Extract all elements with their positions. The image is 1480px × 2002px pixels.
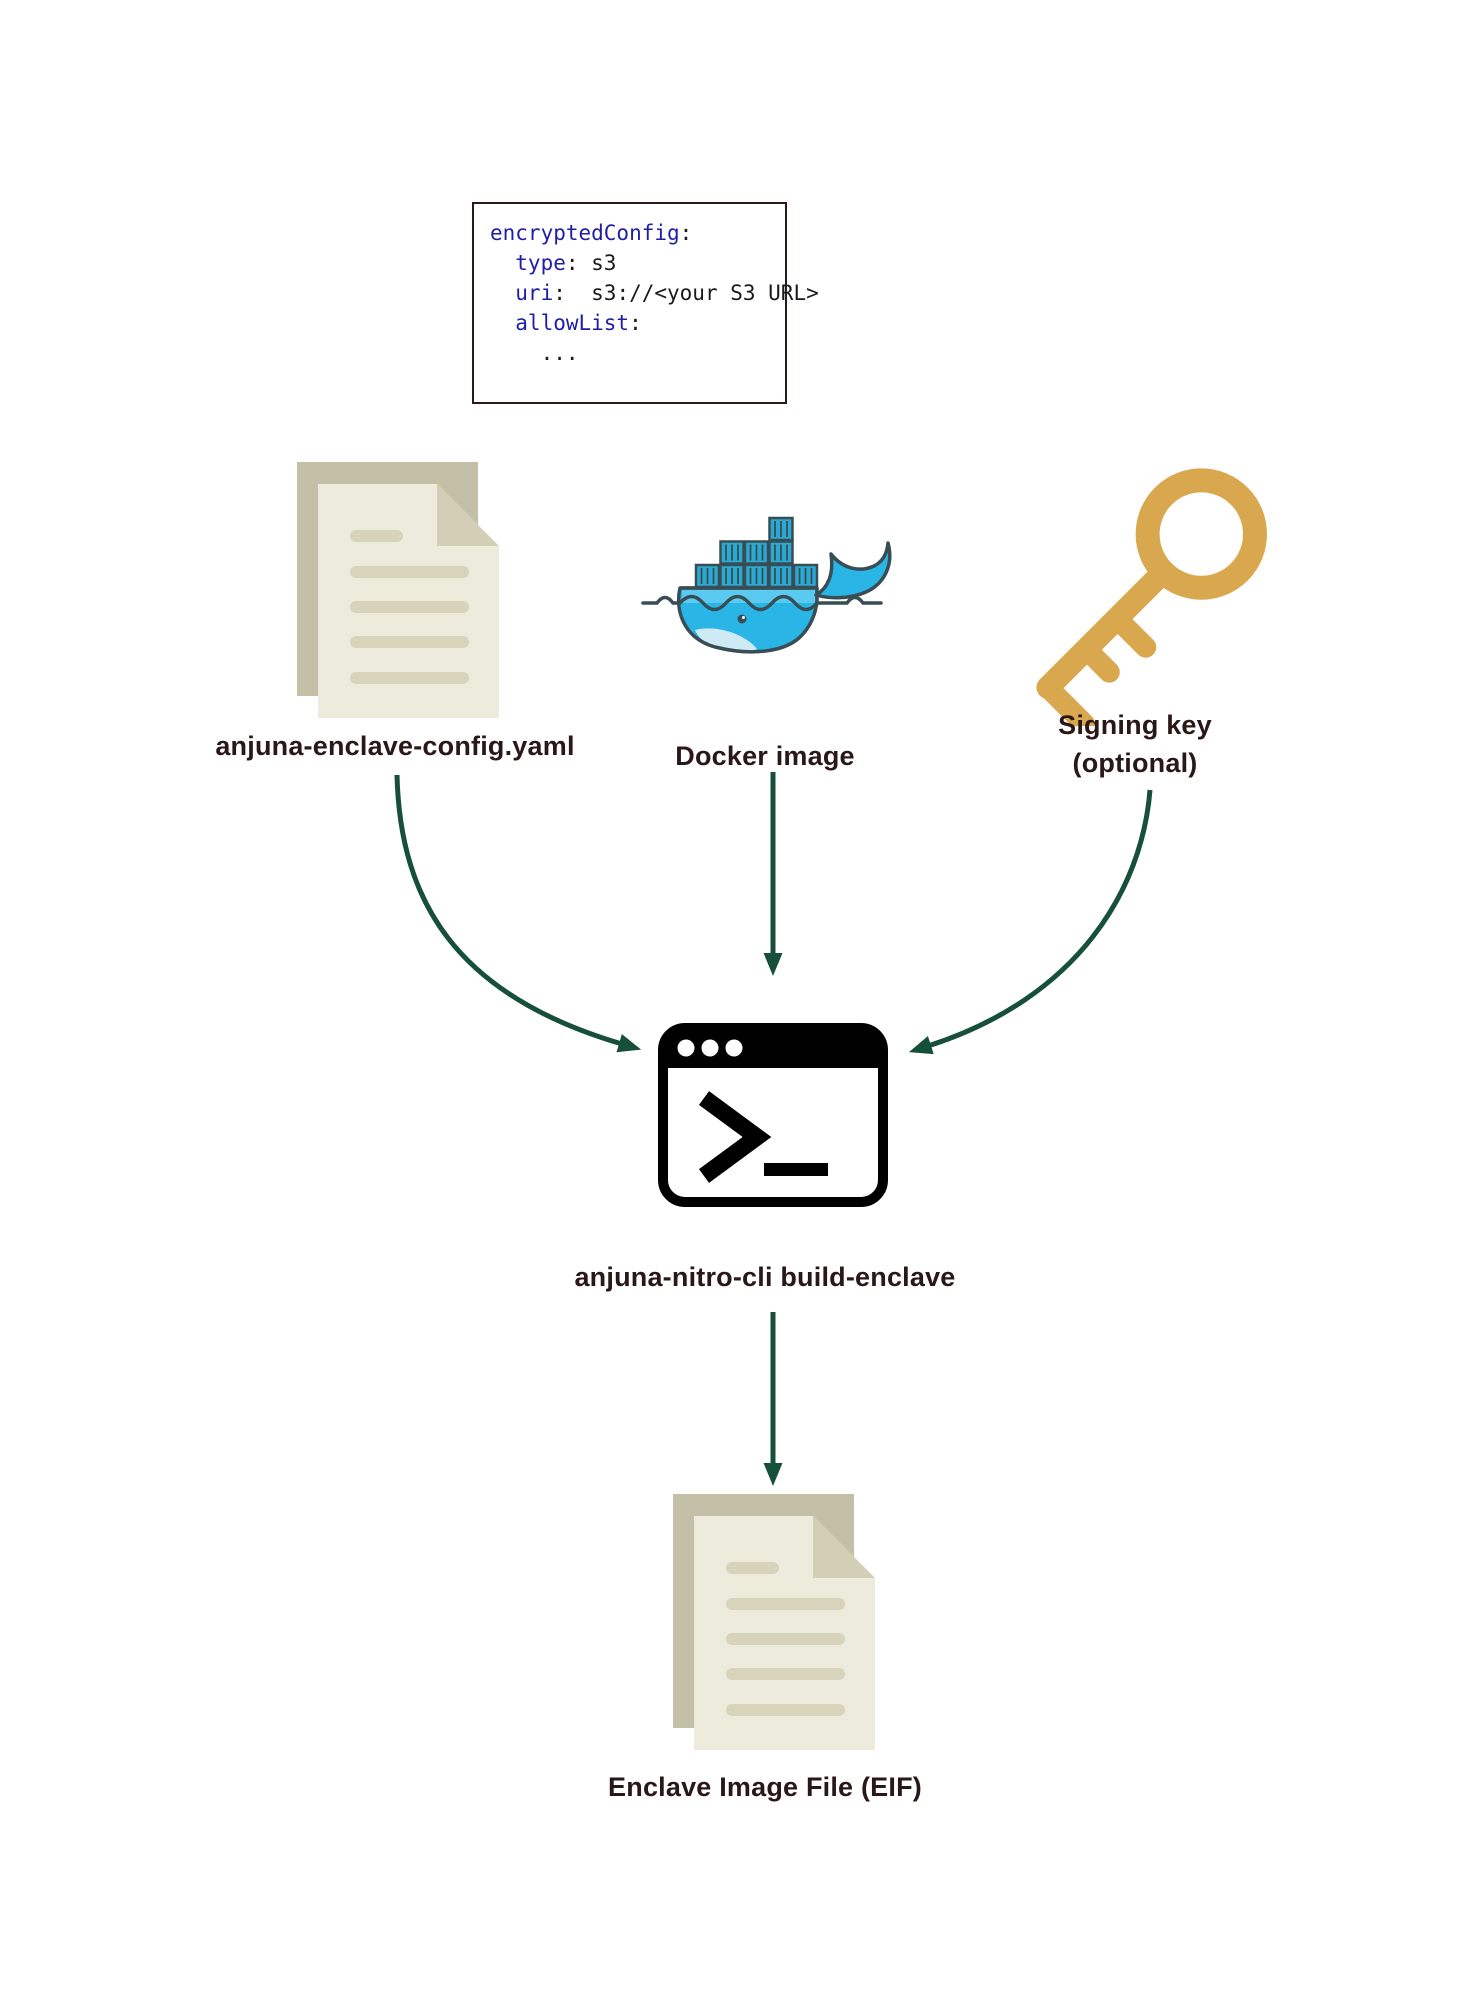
yaml-file-icon bbox=[297, 462, 499, 718]
doc-fold bbox=[813, 1516, 875, 1578]
docker-whale-tail bbox=[814, 541, 892, 600]
code-block: encryptedConfig: type: s3 uri: s3://<you… bbox=[490, 221, 819, 365]
doc-front-sheet bbox=[318, 484, 499, 718]
node-cli bbox=[658, 1023, 888, 1207]
node-signing-key bbox=[1000, 438, 1278, 726]
node-docker bbox=[633, 480, 901, 670]
signing-key-icon bbox=[1036, 468, 1267, 726]
node-config-file bbox=[297, 462, 499, 718]
terminal-cursor bbox=[764, 1163, 828, 1176]
key-shaft bbox=[1036, 560, 1175, 699]
signing-key-label: Signing key (optional) bbox=[1058, 710, 1212, 778]
doc-front-sheet bbox=[694, 1516, 875, 1750]
terminal-prompt-chevron bbox=[698, 1091, 772, 1183]
docker-waterline bbox=[678, 594, 819, 612]
terminal-titlebar bbox=[663, 1028, 883, 1068]
eif-file-icon bbox=[673, 1494, 875, 1750]
docker-whale-body bbox=[641, 541, 892, 654]
config-file-label: anjuna-enclave-config.yaml bbox=[215, 731, 575, 761]
arrow-config-to-cli bbox=[394, 774, 642, 1053]
key-ring bbox=[1135, 468, 1267, 600]
eif-label: Enclave Image File (EIF) bbox=[608, 1772, 922, 1802]
docker-containers bbox=[694, 516, 819, 589]
terminal-icon bbox=[658, 1023, 888, 1207]
doc-fold bbox=[437, 484, 499, 546]
code-snippet-box: encryptedConfig: type: s3 uri: s3://<you… bbox=[472, 202, 819, 404]
docker-whale-icon bbox=[641, 516, 892, 654]
docker-label: Docker image bbox=[675, 741, 855, 771]
arrow-key-to-cli bbox=[908, 789, 1153, 1055]
node-eif bbox=[673, 1494, 875, 1750]
cli-label: anjuna-nitro-cli build-enclave bbox=[574, 1262, 956, 1292]
